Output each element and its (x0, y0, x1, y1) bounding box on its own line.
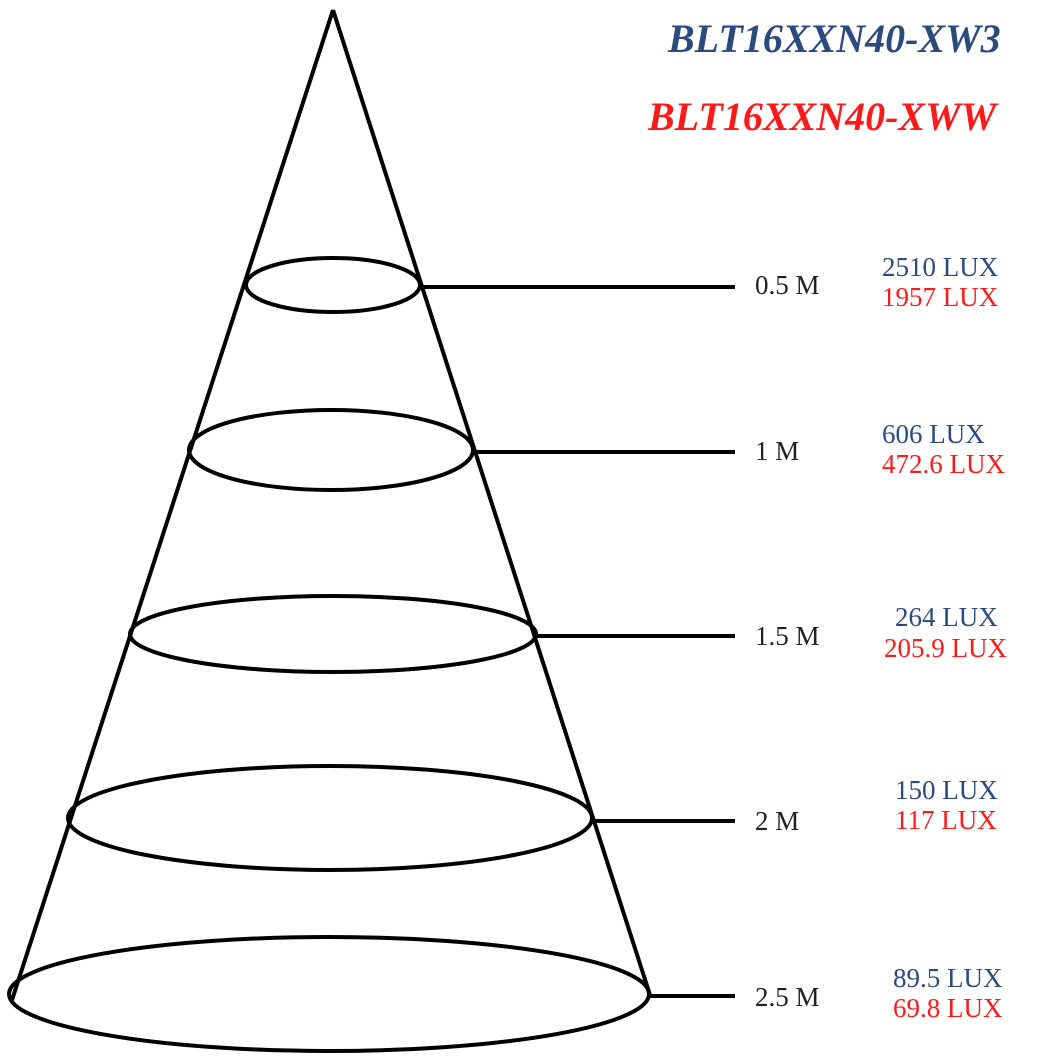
lux-secondary: 1957 LUX (882, 282, 999, 312)
cone-left-edge (10, 9, 335, 1001)
level-2-5m: 2.5 M 89.5 LUX 69.8 LUX (7, 935, 1003, 1053)
distance-label: 2.5 M (755, 982, 820, 1012)
distance-label: 2 M (755, 806, 799, 836)
lux-secondary: 117 LUX (895, 805, 997, 835)
beam-ellipse (244, 256, 422, 314)
model-title-secondary: BLT16XXN40-XWW (647, 94, 999, 139)
beam-ellipse (128, 594, 538, 674)
lux-secondary: 472.6 LUX (882, 449, 1005, 479)
lux-primary: 89.5 LUX (893, 963, 1003, 993)
cone-right-edge (331, 9, 652, 996)
beam-ellipse (187, 408, 475, 492)
distance-label: 0.5 M (755, 270, 820, 300)
lux-secondary: 205.9 LUX (884, 633, 1007, 663)
beam-ellipse (7, 935, 651, 1053)
lux-primary: 150 LUX (895, 775, 998, 805)
lux-primary: 2510 LUX (882, 252, 999, 282)
lux-primary: 264 LUX (895, 602, 998, 632)
lux-primary: 606 LUX (882, 419, 985, 449)
level-1m: 1 M 606 LUX 472.6 LUX (187, 408, 1005, 492)
level-2m: 2 M 150 LUX 117 LUX (66, 764, 998, 872)
model-title-primary: BLT16XXN40-XW3 (667, 16, 1001, 61)
beam-ellipse (66, 764, 594, 872)
lux-secondary: 69.8 LUX (893, 993, 1003, 1023)
level-1-5m: 1.5 M 264 LUX 205.9 LUX (128, 594, 1007, 674)
distance-label: 1 M (755, 436, 799, 466)
distance-label: 1.5 M (755, 621, 820, 651)
level-0-5m: 0.5 M 2510 LUX 1957 LUX (244, 252, 999, 314)
